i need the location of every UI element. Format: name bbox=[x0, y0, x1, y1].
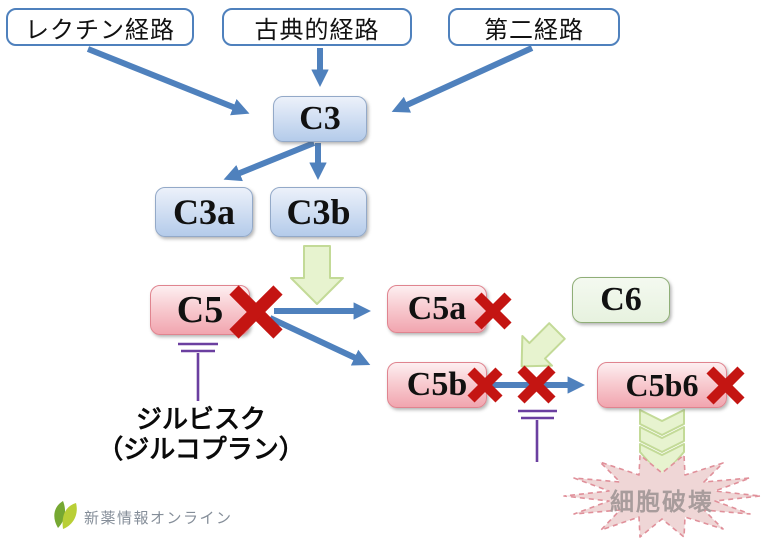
node-c3a-label: C3a bbox=[173, 192, 235, 232]
arrow-alternative-to-c3 bbox=[391, 45, 534, 113]
node-c3: C3 bbox=[273, 96, 367, 142]
node-c5a: C5a bbox=[387, 285, 487, 333]
green-block-arrow-c3b-down-icon bbox=[290, 245, 344, 305]
drug-label: ジルビスク （ジルコプラン） bbox=[90, 404, 312, 464]
leaf-icon bbox=[54, 501, 77, 529]
inhibition-bar-c5-icon bbox=[178, 342, 218, 401]
node-c5-label: C5 bbox=[176, 289, 224, 331]
node-c5b6: C5b6 bbox=[597, 362, 727, 408]
brand-text: 新薬情報オンライン bbox=[84, 510, 233, 527]
pathway-box-classical: 古典的経路 bbox=[222, 8, 412, 46]
inhibition-bar-c5b-icon bbox=[518, 409, 557, 462]
arrow-c5-to-c5b bbox=[268, 315, 371, 366]
node-c3b: C3b bbox=[270, 187, 367, 237]
node-c3-label: C3 bbox=[299, 100, 341, 137]
outcome-label: 細胞破壊 bbox=[610, 489, 714, 516]
drug-label-line2: （ジルコプラン） bbox=[97, 434, 305, 464]
pathway-box-classical-label: 古典的経路 bbox=[254, 16, 380, 44]
node-c6-label: C6 bbox=[600, 281, 642, 318]
pathway-box-alternative: 第二経路 bbox=[448, 8, 620, 46]
node-c3b-label: C3b bbox=[286, 192, 351, 232]
blocked-x-c5b-c5b6-icon bbox=[517, 365, 556, 404]
green-striped-arrow-c5b6-down-icon bbox=[639, 409, 685, 478]
node-c5b-label: C5b bbox=[406, 366, 468, 403]
pathway-box-alternative-label: 第二経路 bbox=[484, 16, 584, 44]
pathway-box-lectin-label: レクチン経路 bbox=[25, 16, 175, 44]
node-c3a: C3a bbox=[155, 187, 253, 237]
arrow-c3-to-c3a bbox=[223, 140, 316, 182]
green-block-arrow-c6-icon bbox=[520, 322, 566, 368]
node-c5a-label: C5a bbox=[407, 290, 467, 327]
drug-label-line1: ジルビスク bbox=[135, 404, 266, 434]
pathway-box-lectin: レクチン経路 bbox=[6, 8, 194, 46]
arrow-lectin-to-c3 bbox=[86, 46, 250, 116]
node-c5: C5 bbox=[150, 285, 250, 335]
node-c5b6-label: C5b6 bbox=[625, 366, 699, 403]
node-c5b: C5b bbox=[387, 362, 487, 408]
node-c6: C6 bbox=[572, 277, 670, 323]
